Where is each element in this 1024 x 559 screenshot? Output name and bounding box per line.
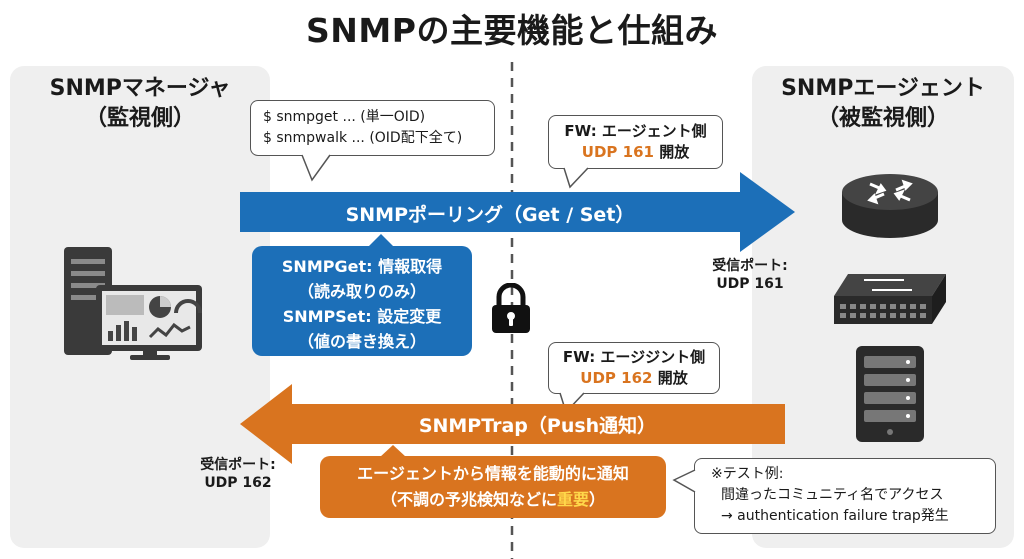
- fw-agent-callout-tail: [563, 167, 589, 189]
- fw-manager-port: UDP 162: [580, 369, 653, 387]
- fw-manager-open: 開放: [652, 369, 688, 387]
- commands-callout-tail: [301, 154, 331, 182]
- page-title: SNMPの主要機能と仕組み: [306, 11, 718, 50]
- snmpget-command: $ snmpget ... (単一OID): [263, 109, 426, 125]
- snmpget-note: （読み取りのみ）: [297, 282, 426, 301]
- manager-port-label: 受信ポート:: [200, 457, 276, 473]
- manager-title: SNMPマネージャ （監視側）: [10, 74, 270, 134]
- switch-icon: [834, 274, 946, 324]
- polling-box-pointer: [368, 234, 394, 247]
- agent-title-line1: SNMPエージェント: [781, 76, 985, 101]
- manager-port-number: UDP 162: [204, 475, 272, 491]
- manager-title-line1: SNMPマネージャ: [49, 76, 231, 101]
- server-icon: [856, 346, 924, 442]
- polling-arrow-label: SNMPポーリング（Get / Set）: [345, 204, 635, 226]
- fw-agent-open: 開放: [653, 143, 690, 161]
- agent-port-label: 受信ポート:: [712, 258, 788, 274]
- monitor-server-icon: [64, 247, 202, 360]
- polling-info-box: SNMPGet: 情報取得 （読み取りのみ） SNMPSet: 設定変更 （値の…: [252, 246, 472, 356]
- fw-manager-callout: FW: エージジント側 UDP 162 開放: [548, 342, 720, 394]
- snmpset-note: （値の書き換え）: [297, 332, 426, 351]
- test-example-line2: 間違ったコミュニティ名でアクセス: [721, 487, 944, 503]
- trap-box-pointer: [380, 445, 406, 457]
- agent-title: SNMPエージェント （被監視側）: [752, 74, 1014, 134]
- test-example-callout: ※テスト例: 間違ったコミュニティ名でアクセス → authentication…: [694, 458, 996, 534]
- fw-agent-port: UDP 161: [581, 143, 654, 161]
- test-example-heading: ※テスト例:: [711, 466, 784, 482]
- trap-note-prefix: （不調の予兆検知などに: [380, 490, 557, 509]
- manager-title-line2: （監視側）: [84, 106, 195, 131]
- snmpget-desc: SNMPGet: 情報取得: [281, 257, 443, 276]
- router-icon: [842, 174, 938, 238]
- trap-desc: エージェントから情報を能動的に通知: [357, 464, 629, 483]
- trap-info-box: エージェントから情報を能動的に通知 （不調の予兆検知などに重要）: [320, 456, 666, 518]
- agent-receive-port: 受信ポート: UDP 161: [700, 257, 800, 293]
- fw-agent-callout: FW: エージェント側 UDP 161 開放: [548, 115, 723, 169]
- polling-arrow: [240, 172, 795, 252]
- trap-arrow: [240, 384, 785, 464]
- agent-title-line2: （被監視側）: [816, 106, 949, 131]
- test-example-callout-tail: [672, 469, 696, 493]
- snmpset-desc: SNMPSet: 設定変更: [282, 307, 442, 326]
- fw-manager-title: FW: エージジント側: [562, 348, 706, 366]
- test-example-line3: → authentication failure trap発生: [721, 508, 949, 524]
- trap-arrow-label: SNMPTrap（Push通知）: [418, 415, 657, 437]
- trap-note: （不調の予兆検知などに重要）: [320, 487, 666, 513]
- manager-receive-port: 受信ポート: UDP 162: [188, 456, 288, 492]
- agent-port-number: UDP 161: [716, 276, 784, 292]
- trap-note-highlight: 重要: [556, 490, 589, 509]
- lock-icon: [492, 283, 530, 333]
- trap-note-suffix: ）: [589, 490, 606, 509]
- commands-callout: $ snmpget ... (単一OID) $ snmpwalk ... (OI…: [250, 100, 495, 156]
- snmpwalk-command: $ snmpwalk ... (OID配下全て): [263, 130, 463, 146]
- fw-agent-title: FW: エージェント側: [564, 122, 707, 140]
